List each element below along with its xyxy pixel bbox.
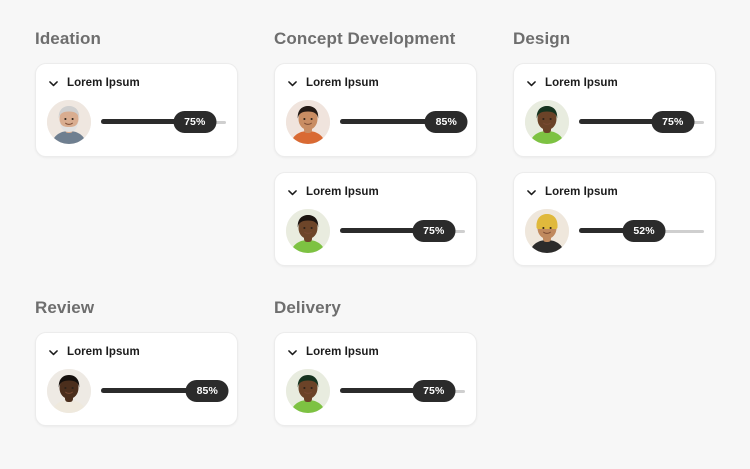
- slider-thumb-value[interactable]: 75%: [412, 380, 456, 402]
- avatar[interactable]: [286, 209, 330, 253]
- avatar[interactable]: [286, 369, 330, 413]
- task-card-body: 75%: [286, 209, 465, 253]
- slider-fill: [340, 388, 434, 393]
- task-card[interactable]: Lorem Ipsum 75%: [274, 172, 477, 266]
- slider-fill: [101, 388, 208, 393]
- task-card-body: 85%: [286, 100, 468, 144]
- slider-thumb-value[interactable]: 75%: [173, 111, 217, 133]
- avatar[interactable]: [47, 100, 91, 144]
- section-title: Concept Development: [274, 29, 456, 48]
- task-card[interactable]: Lorem Ipsum 75%: [35, 63, 238, 157]
- avatar[interactable]: [525, 209, 569, 253]
- chevron-down-icon[interactable]: [286, 346, 299, 359]
- slider-fill: [579, 228, 644, 233]
- section-title: Delivery: [274, 298, 341, 317]
- task-card-header[interactable]: Lorem Ipsum: [47, 344, 226, 360]
- task-card-header[interactable]: Lorem Ipsum: [286, 184, 465, 200]
- chevron-down-icon[interactable]: [525, 77, 538, 90]
- task-card-title: Lorem Ipsum: [67, 346, 140, 358]
- task-card[interactable]: Lorem Ipsum 75%: [513, 63, 716, 157]
- task-card-title: Lorem Ipsum: [306, 186, 379, 198]
- task-card-body: 85%: [47, 369, 229, 413]
- task-card[interactable]: Lorem Ipsum 85%: [274, 63, 477, 157]
- slider-thumb-value[interactable]: 75%: [651, 111, 695, 133]
- slider-fill: [340, 119, 447, 124]
- progress-slider[interactable]: 75%: [101, 111, 226, 133]
- task-card[interactable]: Lorem Ipsum 52%: [513, 172, 716, 266]
- progress-slider[interactable]: 52%: [579, 220, 704, 242]
- progress-slider[interactable]: 85%: [340, 111, 468, 133]
- task-card-title: Lorem Ipsum: [306, 77, 379, 89]
- avatar[interactable]: [286, 100, 330, 144]
- avatar[interactable]: [525, 100, 569, 144]
- slider-thumb-value[interactable]: 85%: [185, 380, 229, 402]
- task-card-header[interactable]: Lorem Ipsum: [525, 184, 704, 200]
- slider-fill: [101, 119, 195, 124]
- task-card-header[interactable]: Lorem Ipsum: [47, 75, 226, 91]
- task-card-header[interactable]: Lorem Ipsum: [286, 75, 465, 91]
- task-card-body: 75%: [525, 100, 704, 144]
- chevron-down-icon[interactable]: [286, 186, 299, 199]
- task-card-title: Lorem Ipsum: [545, 186, 618, 198]
- task-card-body: 75%: [47, 100, 226, 144]
- task-card[interactable]: Lorem Ipsum 85%: [35, 332, 238, 426]
- avatar[interactable]: [47, 369, 91, 413]
- slider-thumb-value[interactable]: 75%: [412, 220, 456, 242]
- progress-slider[interactable]: 75%: [340, 220, 465, 242]
- task-card-title: Lorem Ipsum: [306, 346, 379, 358]
- section-title: Ideation: [35, 29, 101, 48]
- progress-slider[interactable]: 75%: [579, 111, 704, 133]
- slider-fill: [340, 228, 434, 233]
- progress-slider[interactable]: 85%: [101, 380, 229, 402]
- slider-thumb-value[interactable]: 85%: [424, 111, 468, 133]
- task-card-header[interactable]: Lorem Ipsum: [286, 344, 465, 360]
- task-card-header[interactable]: Lorem Ipsum: [525, 75, 704, 91]
- task-card[interactable]: Lorem Ipsum 75%: [274, 332, 477, 426]
- task-card-title: Lorem Ipsum: [545, 77, 618, 89]
- slider-fill: [579, 119, 673, 124]
- chevron-down-icon[interactable]: [47, 346, 60, 359]
- chevron-down-icon[interactable]: [525, 186, 538, 199]
- progress-slider[interactable]: 75%: [340, 380, 465, 402]
- task-card-body: 52%: [525, 209, 704, 253]
- task-card-body: 75%: [286, 369, 465, 413]
- chevron-down-icon[interactable]: [47, 77, 60, 90]
- section-title: Design: [513, 29, 571, 48]
- slider-thumb-value[interactable]: 52%: [622, 220, 666, 242]
- chevron-down-icon[interactable]: [286, 77, 299, 90]
- task-card-title: Lorem Ipsum: [67, 77, 140, 89]
- section-title: Review: [35, 298, 95, 317]
